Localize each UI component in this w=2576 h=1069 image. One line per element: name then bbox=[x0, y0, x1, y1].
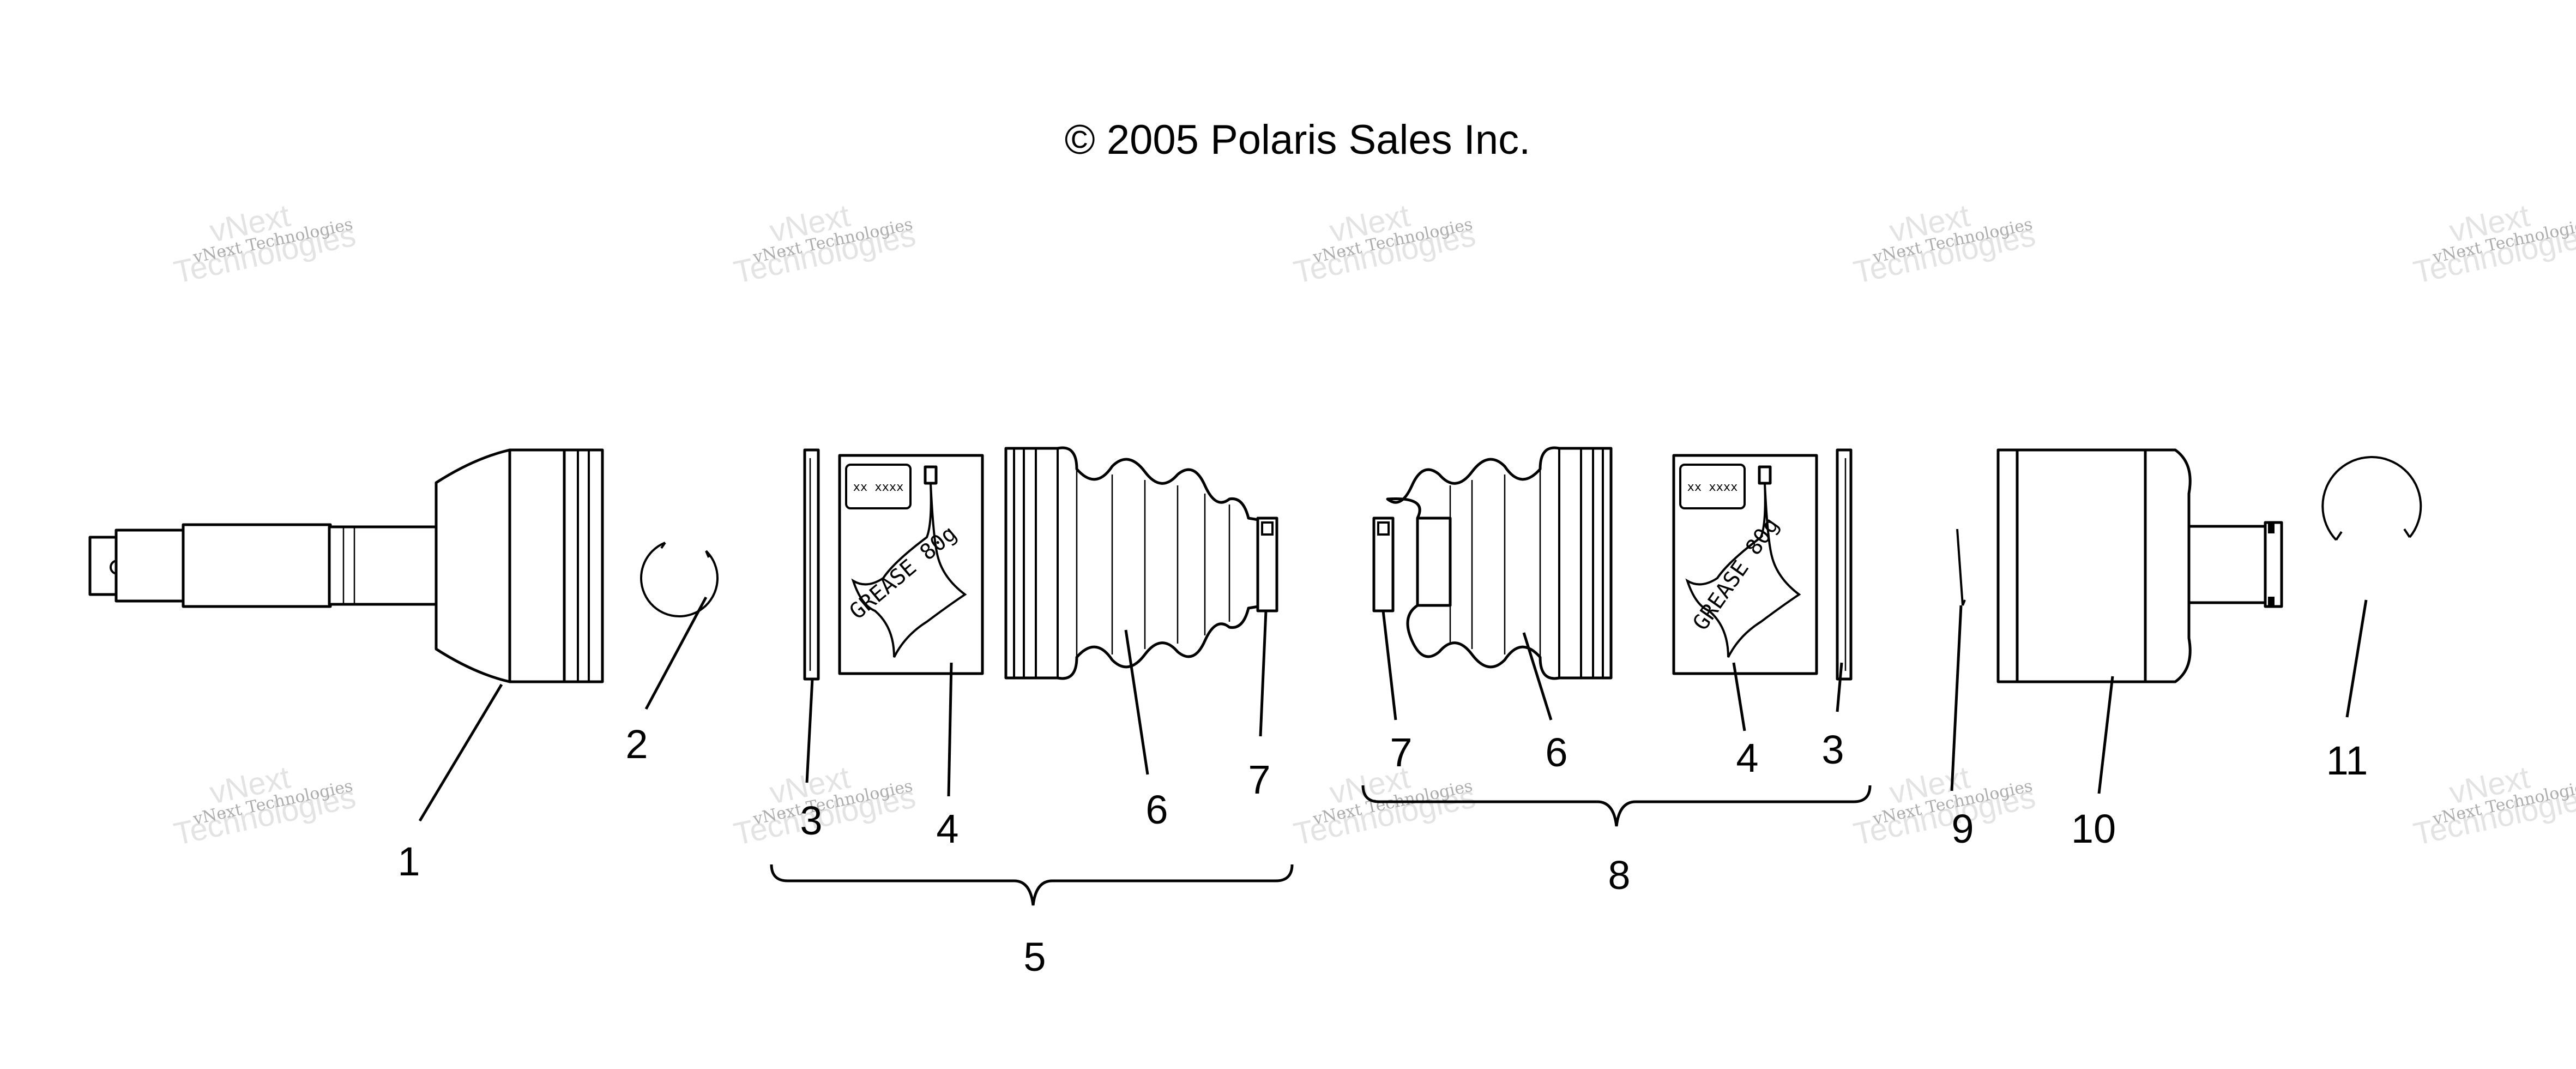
part-6-boot-left bbox=[1004, 446, 1266, 680]
part-6-boot-right bbox=[1386, 446, 1613, 680]
part-9-snap-ring bbox=[1956, 529, 1966, 606]
watermark: vNext Technologies vNext Technologies bbox=[1850, 198, 2038, 291]
part-10-inner-cv-joint bbox=[1996, 448, 2283, 683]
callout-3-right: 3 bbox=[1821, 727, 1844, 772]
part-7-small-clamp-left bbox=[1256, 517, 1278, 612]
callout-3-left: 3 bbox=[800, 798, 822, 843]
part-7-small-clamp-right bbox=[1372, 517, 1395, 612]
callout-4-right: 4 bbox=[1736, 735, 1758, 780]
leader-lines bbox=[418, 596, 2368, 822]
callout-2: 2 bbox=[625, 722, 648, 767]
callout-9: 9 bbox=[1951, 806, 1974, 851]
callout-5: 5 bbox=[1023, 934, 1046, 980]
kit-bracket-8 bbox=[1361, 785, 1872, 827]
watermark: vNext Technologies vNext Technologies bbox=[1290, 760, 1479, 852]
part-4-grease-pack-left: xx xxxx GREASE 80g bbox=[838, 454, 984, 675]
watermark: vNext Technologies vNext Technologies bbox=[171, 760, 359, 852]
callout-labels: 1 2 3 4 5 6 7 7 6 8 4 3 9 10 11 bbox=[397, 722, 2368, 980]
copyright-text: © 2005 Polaris Sales Inc. bbox=[1065, 117, 1530, 163]
callout-8: 8 bbox=[1608, 852, 1630, 898]
part-2-circlip bbox=[640, 542, 719, 617]
watermark: vNext Technologies vNext Technologies bbox=[171, 198, 359, 291]
part-11-circlip bbox=[2321, 456, 2422, 541]
grease-pack-code: xx xxxx bbox=[853, 481, 904, 494]
watermark: vNext Technologies vNext Technologies bbox=[1850, 760, 2038, 852]
part-1-outer-cv-joint bbox=[88, 448, 604, 683]
watermark: vNext Technologies vNext Technologies bbox=[731, 198, 919, 291]
callout-11: 11 bbox=[2326, 738, 2368, 783]
callout-1: 1 bbox=[397, 839, 420, 884]
callout-6-left: 6 bbox=[1145, 787, 1168, 832]
grease-pack-code: xx xxxx bbox=[1687, 481, 1738, 494]
callout-7-left: 7 bbox=[1248, 757, 1270, 802]
callout-10: 10 bbox=[2071, 806, 2116, 851]
part-4-grease-pack-right: xx xxxx GREASE 80g bbox=[1672, 454, 1818, 675]
part-3-clamp-band-left bbox=[803, 448, 820, 681]
watermark: vNext Technologies vNext Technologies bbox=[2410, 760, 2576, 852]
callout-4-left: 4 bbox=[936, 806, 958, 851]
kit-bracket-5 bbox=[770, 864, 1294, 906]
callout-7-right: 7 bbox=[1390, 730, 1412, 775]
watermark: vNext Technologies vNext Technologies bbox=[2410, 198, 2576, 291]
part-3-clamp-band-right bbox=[1836, 448, 1853, 681]
watermark: vNext Technologies vNext Technologies bbox=[1290, 198, 1479, 291]
callout-6-right: 6 bbox=[1545, 730, 1567, 775]
